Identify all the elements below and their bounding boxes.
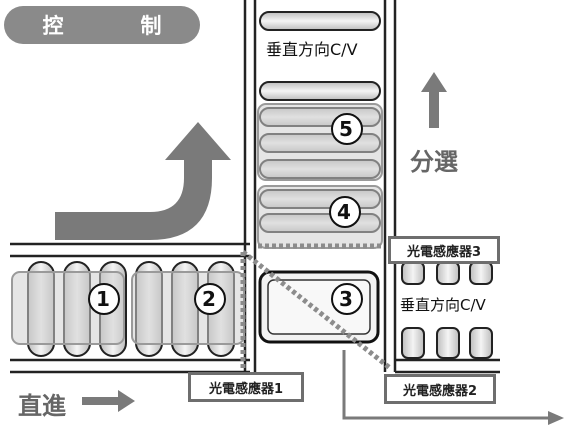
sensor-1-label: 光電感應器1 bbox=[188, 372, 304, 402]
vertical-cv-right-label: 垂直方向C/V bbox=[400, 296, 486, 314]
sensor-2-label: 光電感應器2 bbox=[384, 374, 496, 404]
sort-up-arrow-icon bbox=[421, 72, 447, 128]
curve-arrow-icon bbox=[55, 122, 231, 240]
item-number-1: 1 bbox=[96, 287, 110, 311]
item-box-5 bbox=[257, 103, 383, 181]
number-circles bbox=[88, 113, 363, 315]
item-box-2 bbox=[131, 271, 245, 345]
straight-arrow-icon bbox=[82, 390, 135, 412]
item-number-3: 3 bbox=[339, 287, 353, 311]
item-number-4: 4 bbox=[337, 200, 351, 224]
exit-arrow-icon bbox=[342, 350, 548, 420]
control-badge: 控 制 bbox=[4, 6, 200, 44]
item-number-5: 5 bbox=[339, 117, 353, 141]
control-badge-left: 控 bbox=[42, 14, 64, 38]
vertical-cv-top-label: 垂直方向C/V bbox=[266, 40, 358, 59]
control-badge-right: 制 bbox=[140, 14, 162, 38]
sort-label: 分選 bbox=[410, 148, 458, 176]
item-box-4 bbox=[257, 185, 383, 249]
sensor-3-label: 光電感應器3 bbox=[388, 236, 500, 264]
item-number-2: 2 bbox=[202, 287, 216, 311]
sensor-paths bbox=[240, 243, 392, 370]
straight-label: 直進 bbox=[18, 392, 66, 420]
